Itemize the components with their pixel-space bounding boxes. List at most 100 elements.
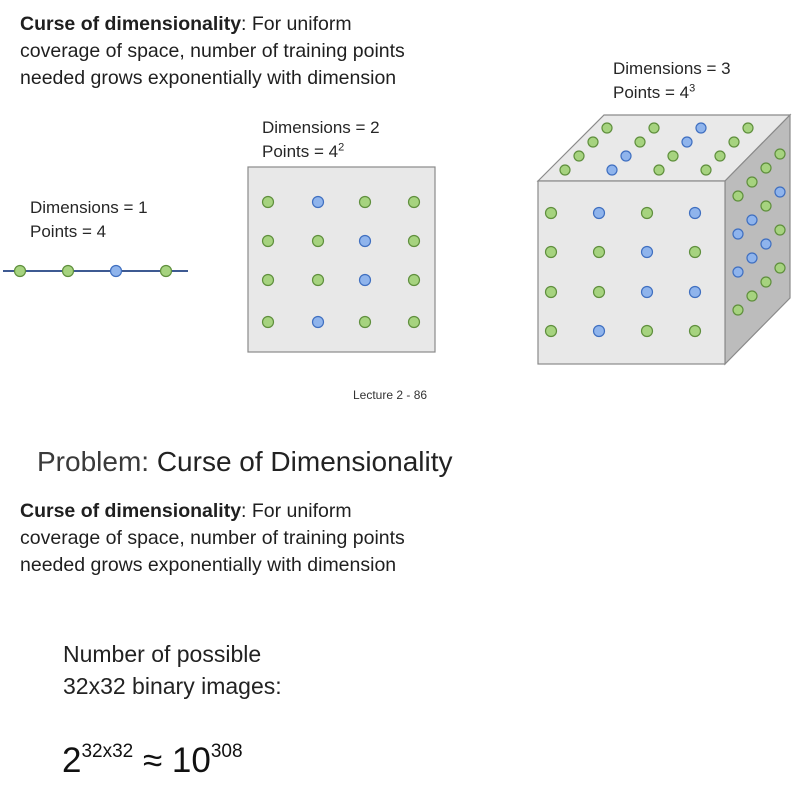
cube-3d-diagram [536,113,792,366]
line-1d-points-label: Points = 4 [30,222,107,241]
cube-3d-side-point-r3d3 [760,238,772,250]
cube-3d-front-point-r3c1 [544,285,558,299]
formula-result-base: 10 [171,741,211,780]
cube-3d-side-point-r4d2 [746,290,758,302]
line-1d-dimensions-label: Dimensions = 1 [30,198,148,217]
square-2d-point-r4c4 [407,315,421,329]
cube-3d-side-point-r2d1 [732,228,744,240]
line-1d-labels: Dimensions = 1 Points = 4 [30,196,148,244]
square-2d-point-r2c4 [407,234,421,248]
cube-3d-front-point-r3c4 [688,285,702,299]
cube-3d-points-text: Points = 4 [613,83,690,102]
formula-result-exponent: 308 [210,741,243,762]
square-2d-points-text: Points = 4 [262,142,339,161]
cube-3d-top-point-d4c3 [695,122,707,134]
square-2d-point-r4c2 [311,315,325,329]
top-definition-rest: : For uniform [241,13,352,35]
cube-3d-front-point-r2c3 [640,245,654,259]
square-2d-point-r2c2 [311,234,325,248]
cube-3d-labels: Dimensions = 3 Points = 43 [613,57,731,105]
cube-3d-side-point-r3d4 [774,224,786,236]
square-2d-dimensions-label: Dimensions = 2 [262,118,380,137]
cube-3d-front-point-r4c3 [640,324,654,338]
cube-3d-front-point-r4c2 [592,324,606,338]
cube-3d-top-point-d3c3 [681,136,693,148]
cube-3d-top-point-d1c3 [653,164,665,176]
cube-3d-top-point-d1c2 [606,164,618,176]
section-title-prefix: Problem: [37,446,157,477]
cube-3d-front-point-r4c4 [688,324,702,338]
cube-3d-top-point-d1c4 [700,164,712,176]
slide-footer: Lecture 2 - 86 [353,388,428,402]
formula-base: 2 [62,741,82,780]
cube-3d-side-point-r1d3 [760,162,772,174]
cube-3d-top-point-d4c1 [601,122,613,134]
cube-3d-side-point-r4d4 [774,262,786,274]
cube-3d-top-point-d3c1 [587,136,599,148]
formula: 232x32 ≈ 10308 [62,741,243,781]
bottom-definition-rest: : For uniform [241,500,352,522]
line-1d-diagram [3,264,188,278]
cube-3d-top-point-d3c2 [634,136,646,148]
binary-images-line2: 32x32 binary images: [63,673,282,699]
square-2d-diagram [247,166,436,353]
cube-3d-top-point-d2c3 [667,150,679,162]
top-definition-line3: needed grows exponentially with dimensio… [20,67,397,89]
square-2d-point-r3c1 [261,273,275,287]
section-title: Problem: Curse of Dimensionality [37,446,453,478]
line-1d-point-1 [13,264,27,278]
cube-3d-top-point-d4c2 [648,122,660,134]
cube-3d-front-point-r2c2 [592,245,606,259]
cube-3d-front-point-r2c1 [544,245,558,259]
square-2d-point-r1c4 [407,195,421,209]
cube-3d-side-point-r1d2 [746,176,758,188]
cube-3d-front-point-r1c3 [640,206,654,220]
cube-3d-side-point-r1d1 [732,190,744,202]
cube-3d-side-point-r3d1 [732,266,744,278]
square-2d-point-r2c3 [358,234,372,248]
square-2d-labels: Dimensions = 2 Points = 42 [262,116,380,164]
bottom-definition-line1: Curse of dimensionality: For uniform [20,498,405,525]
cube-3d-top-point-d2c2 [620,150,632,162]
cube-3d-top-point-d3c4 [728,136,740,148]
square-2d-point-r1c1 [261,195,275,209]
cube-3d-top-point-d1c1 [559,164,571,176]
cube-3d-top-point-d4c4 [742,122,754,134]
top-definition-line2: coverage of space, number of training po… [20,40,405,62]
square-2d-point-r3c2 [311,273,325,287]
square-2d-point-r4c1 [261,315,275,329]
bottom-definition-line2: coverage of space, number of training po… [20,527,405,549]
line-1d-point-2 [61,264,75,278]
cube-3d-points-label: Points = 43 [613,81,731,105]
cube-3d-front-point-r2c4 [688,245,702,259]
square-2d-point-r1c2 [311,195,325,209]
square-2d-points-exponent: 2 [338,141,345,154]
square-2d-points-label: Points = 42 [262,140,380,164]
bottom-definition-line3: needed grows exponentially with dimensio… [20,554,397,576]
cube-3d-side-point-r4d1 [732,304,744,316]
cube-3d-front-point-r1c4 [688,206,702,220]
cube-3d-side-point-r1d4 [774,148,786,160]
cube-3d-points-exponent: 3 [689,82,696,95]
top-definition: Curse of dimensionality: For uniform cov… [20,11,405,92]
square-2d-point-r3c4 [407,273,421,287]
cube-3d-side-point-r2d2 [746,214,758,226]
square-2d-point-r3c3 [358,273,372,287]
cube-3d-front-point-r3c2 [592,285,606,299]
top-definition-line1: Curse of dimensionality: For uniform [20,11,405,38]
cube-3d-top-point-d2c1 [573,150,585,162]
line-1d-point-3 [109,264,123,278]
cube-3d-side-point-r2d3 [760,200,772,212]
formula-approx: ≈ [133,741,172,780]
square-2d-point-r1c3 [358,195,372,209]
cube-3d-side-point-r4d3 [760,276,772,288]
line-1d-point-4 [159,264,173,278]
binary-images-text: Number of possible 32x32 binary images: [63,638,282,702]
cube-3d-side-point-r2d4 [774,186,786,198]
cube-3d-top-point-d2c4 [714,150,726,162]
cube-3d-side-point-r3d2 [746,252,758,264]
cube-3d-front-point-r1c1 [544,206,558,220]
cube-3d-dimensions-label: Dimensions = 3 [613,59,731,78]
cube-3d-front-point-r3c3 [640,285,654,299]
